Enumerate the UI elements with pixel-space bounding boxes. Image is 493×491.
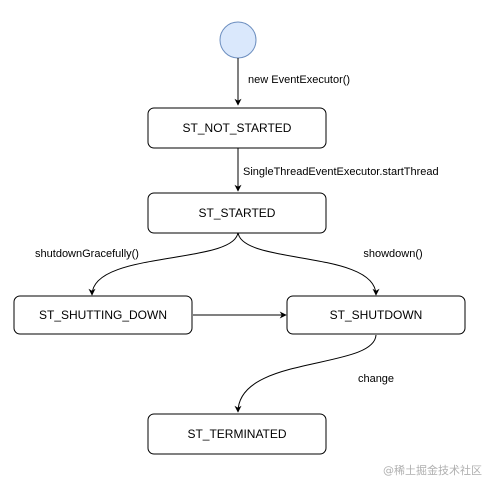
label-create: new EventExecutor() bbox=[248, 74, 350, 86]
start-node[interactable] bbox=[219, 21, 257, 59]
state-terminated-label: ST_TERMINATED bbox=[187, 427, 286, 441]
state-terminated[interactable]: ST_TERMINATED bbox=[147, 413, 327, 455]
state-not-started-label: ST_NOT_STARTED bbox=[183, 121, 292, 135]
label-showdown: showdown() bbox=[363, 248, 422, 260]
edge-started-to-shutdown bbox=[237, 231, 380, 296]
label-change: change bbox=[358, 373, 394, 385]
state-started-label: ST_STARTED bbox=[199, 206, 276, 220]
label-start-thread: SingleThreadEventExecutor.startThread bbox=[243, 166, 439, 178]
state-shutdown[interactable]: ST_SHUTDOWN bbox=[286, 295, 466, 335]
state-shutdown-label: ST_SHUTDOWN bbox=[330, 308, 423, 322]
edge-started-to-shutting-down bbox=[88, 231, 239, 296]
watermark-text: @稀土掘金技术社区 bbox=[383, 463, 482, 477]
state-shutting-down-label: ST_SHUTTING_DOWN bbox=[39, 308, 167, 322]
edge-shutdown-to-terminated bbox=[234, 334, 377, 413]
label-shutdown-gracefully: shutdownGracefully() bbox=[35, 248, 139, 260]
state-started[interactable]: ST_STARTED bbox=[147, 192, 327, 234]
state-not-started[interactable]: ST_NOT_STARTED bbox=[147, 107, 327, 149]
state-shutting-down[interactable]: ST_SHUTTING_DOWN bbox=[13, 295, 193, 335]
